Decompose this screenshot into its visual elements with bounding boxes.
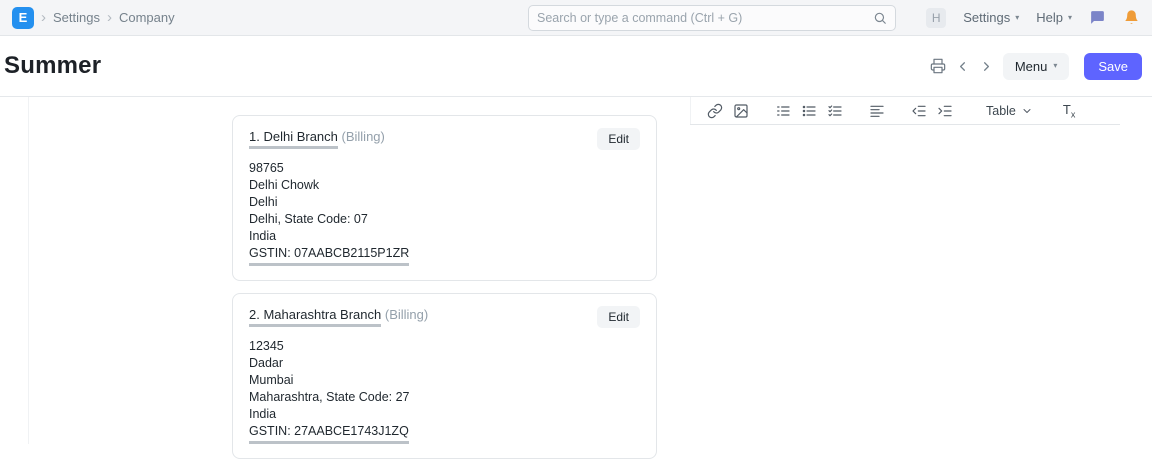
check-list-button[interactable] xyxy=(822,99,848,123)
address-line: GSTIN: 27AABCE1743J1ZQ xyxy=(249,423,640,444)
address-line: India xyxy=(249,229,277,243)
settings-dropdown[interactable]: Settings ▾ xyxy=(963,10,1019,25)
chat-icon xyxy=(1091,11,1104,24)
address-heading: 1. Delhi Branch (Billing) xyxy=(249,129,385,149)
print-button[interactable] xyxy=(930,58,946,74)
address-line: GSTIN: 07AABCB2115P1ZR xyxy=(249,245,640,266)
address-line: Delhi xyxy=(249,195,278,209)
page-actions: Menu ▾ Save xyxy=(930,52,1142,80)
column-divider xyxy=(28,97,29,444)
address-details: 98765 Delhi Chowk Delhi Delhi, State Cod… xyxy=(249,160,640,266)
address-line: 12345 xyxy=(249,339,284,353)
image-icon xyxy=(734,103,748,118)
chevron-left-icon xyxy=(959,61,965,71)
search-input[interactable] xyxy=(537,11,873,25)
menu-button[interactable]: Menu ▾ xyxy=(1002,52,1070,80)
save-button[interactable]: Save xyxy=(1084,52,1142,80)
gstin-value: GSTIN: 27AABCE1743J1ZQ xyxy=(249,423,409,444)
help-dropdown[interactable]: Help ▾ xyxy=(1036,10,1072,25)
avatar[interactable]: H xyxy=(926,7,947,28)
address-line: 98765 xyxy=(249,161,284,175)
chevron-right-icon: › xyxy=(41,9,46,26)
navbar: E › Settings › Company H Settings ▾ Help… xyxy=(0,0,1152,36)
chevron-right-icon: › xyxy=(106,9,112,26)
chat-button[interactable] xyxy=(1089,9,1106,26)
outdent-icon xyxy=(912,105,926,116)
search-icon xyxy=(874,12,886,24)
prev-document-button[interactable] xyxy=(955,59,970,74)
address-name: 2. Maharashtra Branch xyxy=(249,307,382,327)
address-line: India xyxy=(249,407,277,421)
chevron-down-icon: ▾ xyxy=(1015,12,1020,22)
insert-link-button[interactable] xyxy=(702,99,728,123)
menu-button-label: Menu xyxy=(1014,58,1048,74)
editor-toolbar: Table Tx xyxy=(690,97,1120,125)
address-line: Delhi Chowk xyxy=(249,178,320,192)
address-line: Delhi, State Code: 07 xyxy=(249,212,368,226)
address-details: 12345 Dadar Mumbai Maharashtra, State Co… xyxy=(249,338,640,444)
address-type-badge: (Billing) xyxy=(341,129,385,144)
chevron-down-icon xyxy=(1023,108,1031,113)
settings-dropdown-label: Settings xyxy=(963,10,1011,25)
text-editor: Table Tx xyxy=(690,97,1120,444)
edit-address-button[interactable]: Edit xyxy=(597,306,640,328)
address-name: 1. Delhi Branch xyxy=(249,129,338,149)
form-body: 1. Delhi Branch (Billing) Edit 98765 Del… xyxy=(0,97,1152,459)
printer-icon xyxy=(930,58,946,74)
chevron-down-icon: ▾ xyxy=(1067,12,1072,22)
indent-button[interactable] xyxy=(932,99,958,123)
table-dropdown-label: Table xyxy=(986,103,1016,118)
bullet-list-button[interactable] xyxy=(796,99,822,123)
address-line: Maharashtra, State Code: 27 xyxy=(249,390,410,404)
chevron-down-icon: ▾ xyxy=(1053,61,1058,70)
address-heading: 2. Maharashtra Branch (Billing) xyxy=(249,307,428,327)
breadcrumb-settings[interactable]: Settings xyxy=(53,10,100,25)
bullet-list-icon xyxy=(802,105,816,116)
gstin-value: GSTIN: 07AABCB2115P1ZR xyxy=(249,245,410,266)
breadcrumb-company[interactable]: Company xyxy=(118,10,175,25)
outdent-button[interactable] xyxy=(906,99,932,123)
address-card-header: 1. Delhi Branch (Billing) Edit xyxy=(249,128,640,150)
insert-image-button[interactable] xyxy=(728,99,754,123)
align-button[interactable] xyxy=(864,99,890,123)
bell-icon xyxy=(1125,10,1138,24)
align-icon xyxy=(870,105,884,117)
app-logo[interactable]: E xyxy=(12,6,34,29)
page-header: Summer Menu ▾ Save xyxy=(0,36,1152,97)
navbar-right-cluster: H Settings ▾ Help ▾ xyxy=(926,7,1140,28)
notifications-button[interactable] xyxy=(1123,9,1140,26)
next-document-button[interactable] xyxy=(979,59,994,74)
chevron-right-icon xyxy=(983,61,989,71)
global-search[interactable] xyxy=(528,5,896,31)
address-card-header: 2. Maharashtra Branch (Billing) Edit xyxy=(249,306,640,328)
edit-address-button[interactable]: Edit xyxy=(597,128,640,150)
address-line: Mumbai xyxy=(249,373,294,387)
address-line: Dadar xyxy=(249,356,284,370)
clear-format-button[interactable]: Tx xyxy=(1063,102,1075,120)
ordered-list-button[interactable] xyxy=(770,99,796,123)
link-icon xyxy=(707,103,723,118)
address-card: 2. Maharashtra Branch (Billing) Edit 123… xyxy=(232,293,657,459)
check-list-icon xyxy=(828,104,842,116)
page-title: Summer xyxy=(4,52,102,79)
address-type-badge: (Billing) xyxy=(384,307,429,322)
help-dropdown-label: Help xyxy=(1036,10,1063,25)
indent-icon xyxy=(938,105,952,116)
address-card: 1. Delhi Branch (Billing) Edit 98765 Del… xyxy=(232,115,657,281)
address-list: 1. Delhi Branch (Billing) Edit 98765 Del… xyxy=(232,115,657,459)
ordered-list-icon xyxy=(777,105,790,116)
table-dropdown[interactable]: Table xyxy=(986,104,1033,118)
clear-format-icon: Tx xyxy=(1062,101,1076,120)
text-editor-area[interactable] xyxy=(690,125,1120,444)
